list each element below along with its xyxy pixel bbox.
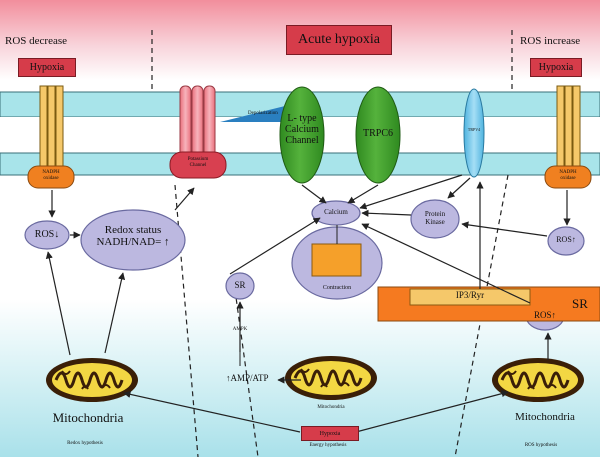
- mitochondria-center-text: Mitochondria: [317, 405, 345, 410]
- sr-left-text: SR: [234, 280, 246, 290]
- depolarization-label: Depolarization: [248, 111, 278, 116]
- nadph-oxidase-left: [27, 85, 75, 189]
- ros-sr-text: ROS↑: [533, 310, 557, 320]
- ros-hypothesis-label: ROS hypothesis: [524, 443, 558, 448]
- amp-atp-text: ↑AMP/ATP: [226, 373, 269, 383]
- ros-decrease-text: ROS↓: [34, 229, 60, 240]
- mitochondria-right-text: Mitochondria: [515, 411, 575, 423]
- mitochondria-left-text: Mitochondria: [52, 410, 124, 425]
- hypoxia-right-label: Hypoxia: [538, 62, 574, 73]
- ros-decrease-label: ROS decrease: [5, 35, 68, 47]
- hypoxia-left-label: Hypoxia: [29, 62, 65, 73]
- redox-status-node: [80, 209, 186, 271]
- protein-kinase-node: [410, 199, 460, 239]
- hypoxia-right-box: Hypoxia: [530, 58, 582, 77]
- redox-status-text: Redox status NADH/NAD= ↑: [96, 224, 170, 249]
- nadph-oxidase-left-label: NADPH oxidase: [42, 170, 60, 181]
- ros-increase-text: ROS↑: [556, 235, 576, 244]
- acute-hypoxia-box: Acute hypoxia: [286, 25, 392, 55]
- mitochondria-right-image: [490, 356, 586, 404]
- ampk-text: AMPK: [232, 327, 248, 332]
- contraction-box: [311, 243, 362, 277]
- potassium-channel: [169, 85, 227, 179]
- sr-right-text: SR: [572, 296, 588, 311]
- hypoxia-left-box: Hypoxia: [18, 58, 76, 77]
- ros-increase-label: ROS increase: [520, 35, 581, 47]
- trpc6-label: TRPC6: [362, 128, 394, 139]
- acute-hypoxia-title: Acute hypoxia: [297, 32, 381, 47]
- l-type-label: L- type Calcium Channel: [285, 113, 319, 146]
- calcium-text: Calcium: [324, 208, 348, 216]
- ros-increase-node: [547, 226, 585, 256]
- sr-left-node: [225, 272, 255, 300]
- redox-hypothesis-label: Redox hypothesis: [67, 441, 103, 446]
- potassium-channel-label: Potassium Channel: [187, 157, 209, 168]
- ip3-receptor: [409, 288, 531, 306]
- l-type-calcium-channel: [279, 86, 325, 184]
- depolarization-wedge: [220, 106, 285, 122]
- trpv4-channel: [463, 88, 485, 178]
- mitochondria-left-image: [44, 356, 140, 404]
- mitochondria-center-image: [283, 354, 379, 402]
- trpc6-channel: [355, 86, 401, 184]
- pathway-arrows: [45, 174, 571, 433]
- ip3-ryr-text: IP3/Ryr: [455, 290, 485, 300]
- nadph-oxidase-right: [544, 85, 592, 189]
- hypoxia-bottom-box: Hypoxia: [301, 426, 359, 441]
- protein-kinase-text: Protein Kinase: [424, 210, 446, 226]
- calcium-node: [311, 200, 361, 226]
- nadph-oxidase-right-label: NADPH oxidase: [559, 170, 577, 181]
- hypoxia-bottom-label: Hypoxia: [319, 430, 341, 437]
- trpv4-label: TRPV4: [467, 127, 481, 132]
- ros-decrease-node: [24, 220, 70, 250]
- contraction-text: Contraction: [322, 285, 352, 291]
- energy-hypothesis-label: Energy hypothesis: [309, 443, 347, 448]
